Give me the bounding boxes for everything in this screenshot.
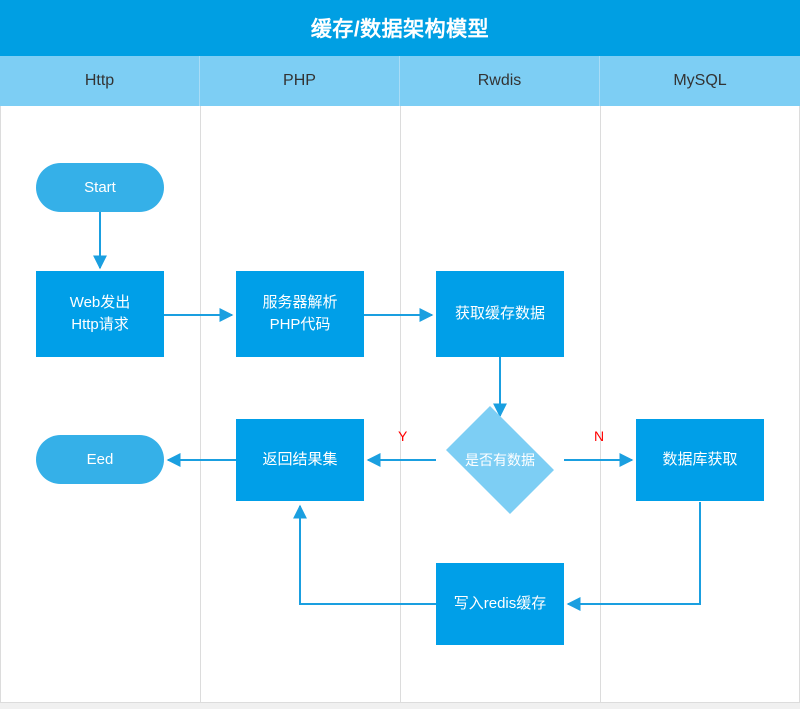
- node-start-label: Start: [84, 178, 116, 196]
- page-title: 缓存/数据架构模型: [310, 18, 490, 41]
- node-web-label-line2: Http请求: [71, 316, 129, 333]
- node-end-label: Eed: [86, 450, 114, 468]
- node-php-label-line2: PHP代码: [269, 316, 331, 333]
- lane-header-php: PHP: [200, 56, 400, 106]
- swimlane-header-row: Http PHP Rwdis MySQL: [0, 56, 800, 106]
- node-php-parse[interactable]: 服务器解析 PHP代码: [236, 271, 364, 357]
- node-db-fetch[interactable]: 数据库获取: [636, 419, 764, 501]
- lane-divider-2: [400, 106, 401, 703]
- diagram-title-bar: 缓存/数据架构模型: [0, 0, 800, 56]
- lane-header-mysql: MySQL: [673, 72, 727, 89]
- edge-label-yes: Y: [398, 428, 408, 444]
- lane-header-rwdis: Rwdis: [400, 56, 600, 106]
- node-write-redis-cache[interactable]: 写入redis缓存: [436, 563, 564, 645]
- node-web-label-line1: Web发出: [69, 294, 131, 312]
- lane-header-http: Http: [0, 56, 200, 106]
- node-php-label-line1: 服务器解析: [262, 294, 338, 312]
- lane-divider-1: [200, 106, 201, 703]
- node-get-cache-data[interactable]: 获取缓存数据: [436, 271, 564, 357]
- node-return-result-set[interactable]: 返回结果集: [236, 419, 364, 501]
- edge-label-no: N: [594, 428, 605, 444]
- node-decision-has-data[interactable]: 是否有数据: [436, 406, 564, 514]
- lane-divider-3: [600, 106, 601, 703]
- node-cache-label: 获取缓存数据: [454, 305, 545, 323]
- node-decision-label: 是否有数据: [465, 451, 535, 468]
- node-result-label: 返回结果集: [262, 451, 338, 469]
- node-db-label: 数据库获取: [662, 451, 738, 469]
- node-end[interactable]: Eed: [36, 435, 164, 484]
- node-redis-label: 写入redis缓存: [453, 595, 547, 613]
- node-web-http-request[interactable]: Web发出 Http请求: [36, 271, 164, 357]
- node-start[interactable]: Start: [36, 163, 164, 212]
